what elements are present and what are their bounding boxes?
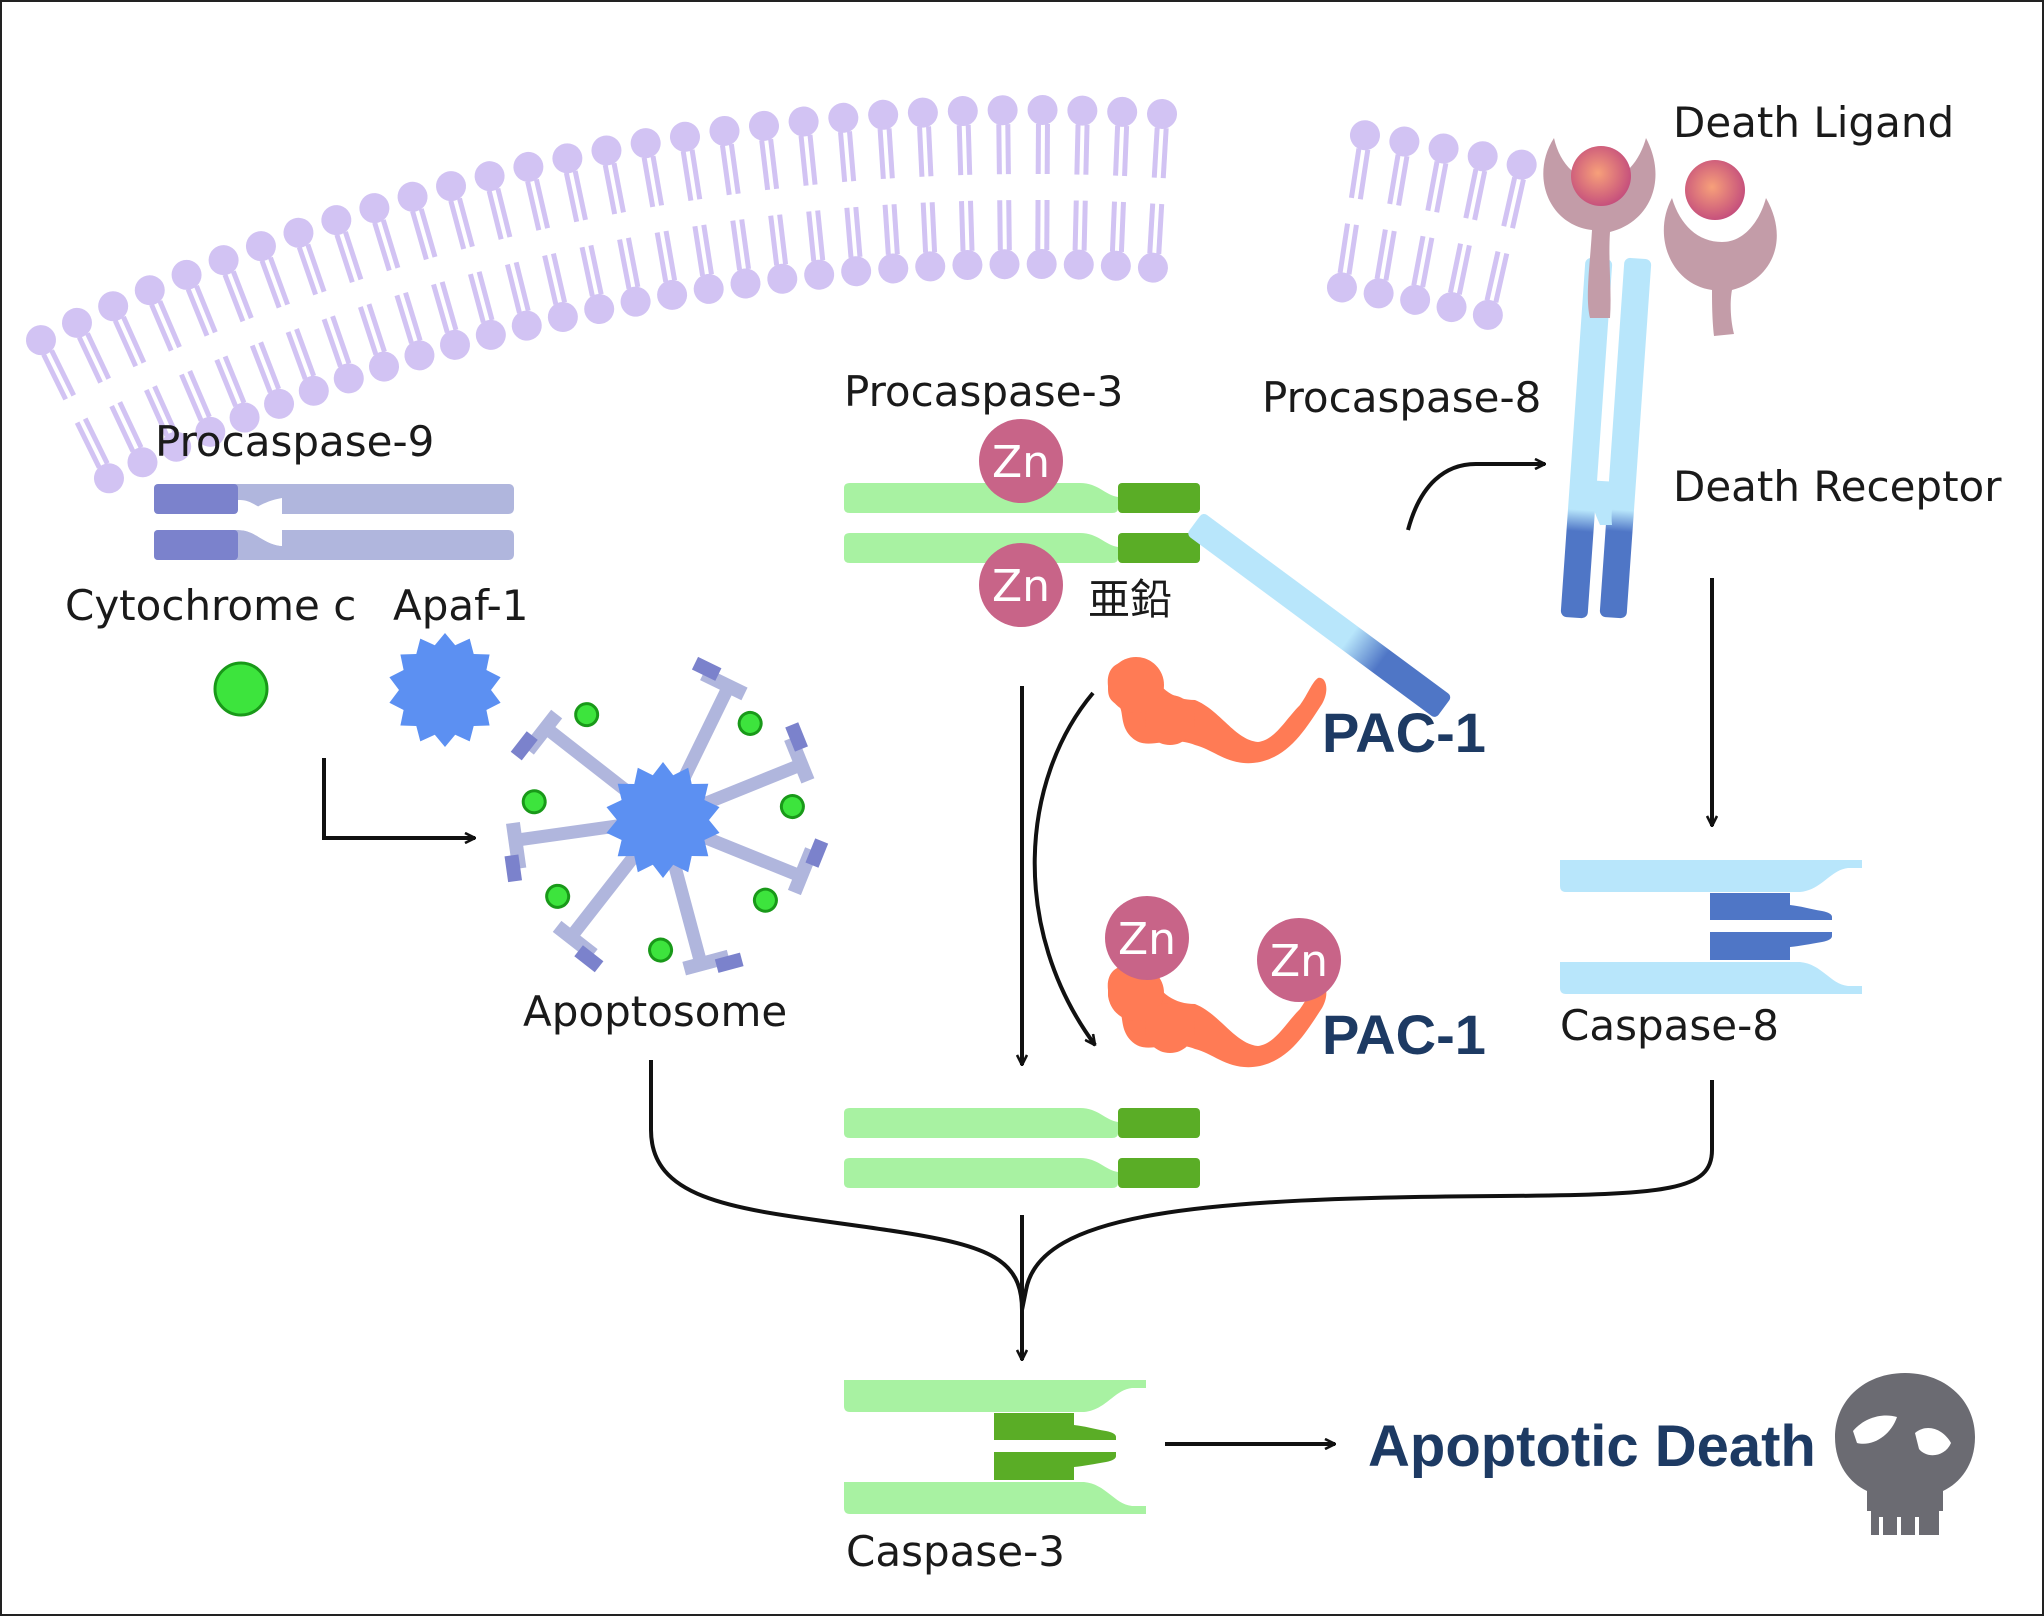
lipid-pair: [283, 217, 364, 394]
pac1-label-top: PAC-1: [1322, 701, 1486, 764]
lipid-pair: [474, 161, 542, 341]
death-receptor-label: Death Receptor: [1673, 462, 2002, 511]
lipid-pair: [1400, 133, 1459, 315]
apoptosome-label: Apoptosome: [523, 987, 787, 1036]
lipid-pair: [25, 325, 124, 494]
lipid-pair: [1363, 126, 1420, 309]
death-receptor: [1560, 257, 1652, 619]
lipid-pair: [1063, 95, 1098, 280]
lipid-pair: [171, 259, 260, 433]
lipid-pair: [709, 115, 761, 299]
zinc-japanese-label: 亜鉛: [1088, 575, 1172, 624]
procaspase-9-label: Procaspase-9: [155, 417, 434, 466]
zinc-ion-icon: [979, 419, 1063, 503]
lipid-pair: [61, 307, 158, 478]
procaspase-8-icon: [1188, 513, 1451, 717]
zinc-ion-icon: [1105, 896, 1189, 980]
lipid-pair: [591, 135, 651, 317]
lipid-pair: [669, 121, 724, 304]
lipid-pair: [1436, 141, 1498, 323]
procaspase-3-label: Procaspase-3: [844, 367, 1123, 416]
arrow-to-apoptosome: [322, 758, 475, 838]
lipid-pair: [1026, 95, 1058, 279]
apaf1-star-icon: [389, 633, 501, 747]
death-ligand-label: Death Ligand: [1673, 98, 1954, 147]
lipid-pair: [1100, 96, 1138, 281]
lipid-pair: [1137, 98, 1178, 283]
cytochrome-c-icon: [213, 661, 269, 717]
zinc-label-1: Zn: [992, 437, 1050, 488]
connector-caspase8: [1020, 1080, 1714, 1311]
lipid-pair: [397, 181, 470, 360]
connector-apoptosome: [649, 1060, 1024, 1311]
zinc-ion-icon: [1257, 918, 1341, 1002]
skull-icon: [1835, 1373, 1975, 1537]
lipid-pair: [359, 193, 435, 371]
lipid-pair: [1472, 149, 1537, 330]
procaspase-9-icon: [154, 484, 514, 560]
lipid-pair: [436, 171, 506, 350]
lipid-pair: [748, 110, 798, 294]
caspase-8-label: Caspase-8: [1560, 1001, 1779, 1050]
lipid-pair: [1326, 120, 1380, 303]
lipid-pair: [321, 205, 400, 382]
caspase-3-icon: [844, 1380, 1146, 1514]
lipid-pair: [98, 291, 192, 462]
procaspase-8-label: Procaspase-8: [1262, 373, 1541, 422]
lipid-pair: [552, 143, 615, 325]
procaspase-3-activated-icon: [844, 1108, 1200, 1188]
zinc-label-3: Zn: [1118, 914, 1176, 965]
death-ligand-icon: [1543, 138, 1777, 336]
lipid-pair: [134, 275, 226, 447]
zinc-label-4: Zn: [1270, 936, 1328, 987]
apoptotic-death-label: Apoptotic Death: [1368, 1414, 1816, 1479]
lipid-pair: [947, 96, 983, 280]
lipid-pair: [987, 95, 1020, 280]
arrow-zinc-to-pac1: [1032, 691, 1095, 1045]
pac1-label-bottom: PAC-1: [1322, 1003, 1486, 1066]
apaf1-label: Apaf-1: [393, 581, 529, 630]
lipid-pair: [630, 128, 688, 310]
pac1-molecule-icon: [1107, 657, 1327, 764]
lipid-pair: [513, 151, 578, 333]
caspase-8-icon: [1560, 860, 1862, 994]
lipid-pair: [868, 99, 909, 284]
zinc-ion-icon: [979, 543, 1063, 627]
lipid-pair: [245, 231, 329, 406]
arrow-procaspase8-to-receptor: [1406, 464, 1545, 531]
lipid-pair: [208, 245, 295, 419]
caspase-3-label: Caspase-3: [846, 1527, 1065, 1576]
lipid-pair: [907, 97, 946, 282]
apoptosome-icon: [504, 656, 829, 976]
cell-membrane: [25, 95, 1537, 494]
zinc-label-2: Zn: [992, 561, 1050, 612]
cytochrome-c-label: Cytochrome c: [65, 581, 356, 630]
lipid-pair: [828, 102, 872, 287]
lipid-pair: [788, 106, 835, 290]
